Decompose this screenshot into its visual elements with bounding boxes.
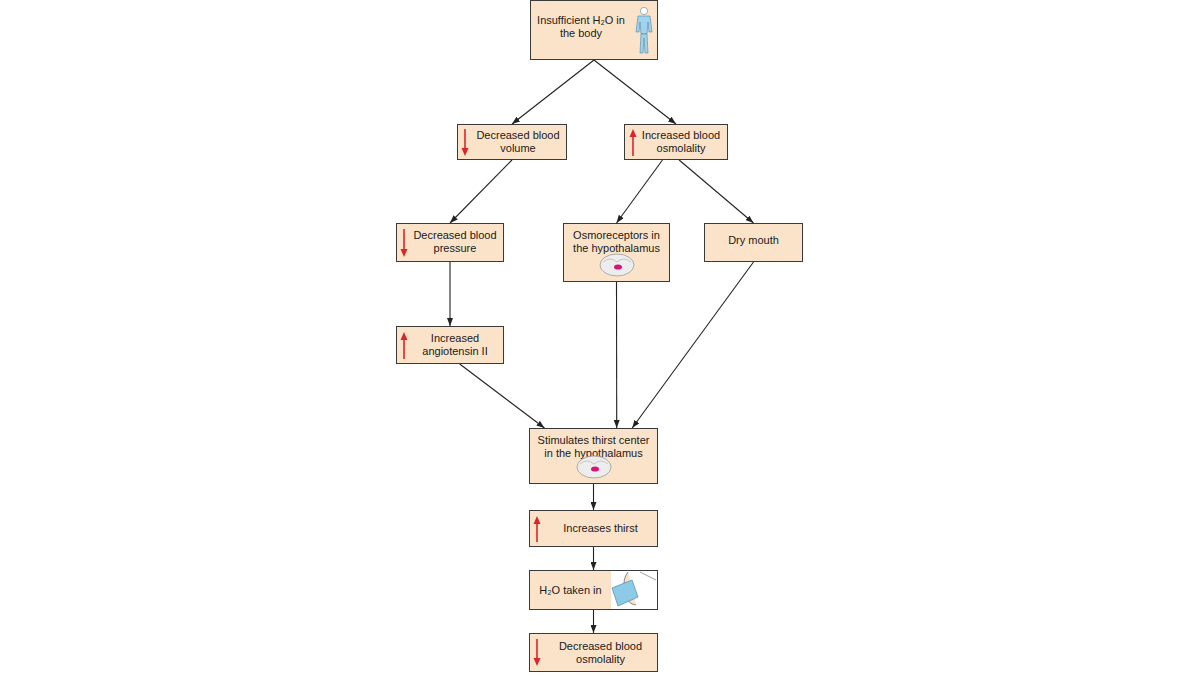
flow-arrow [450, 160, 512, 223]
up-arrow [401, 332, 408, 359]
process-box: Increases thirst [529, 510, 658, 547]
process-box: Increased angiotensin II [396, 326, 504, 364]
up-arrow [630, 129, 637, 156]
flow-arrow [594, 60, 676, 124]
flow-arrow [593, 610, 594, 633]
flow-arrow [593, 547, 594, 570]
process-box: Stimulates thirst center in the hypothal… [529, 428, 658, 484]
process-box: Osmoreceptors in the hypothalamus [563, 223, 670, 282]
box-label: H₂O taken in [534, 584, 607, 597]
box-label: Stimulates thirst center in the hypothal… [534, 434, 653, 460]
flow-arrow [593, 484, 594, 510]
box-label: Insufficient H₂O in the body [535, 14, 627, 40]
flow-arrow [460, 364, 545, 428]
process-box: Decreased blood osmolality [529, 633, 658, 672]
process-box: H₂O taken in [529, 570, 658, 610]
process-box: Increased blood osmolality [624, 124, 728, 160]
box-label: Decreased blood volume [474, 129, 562, 155]
box-label: Increased angiotensin II [411, 332, 499, 358]
flow-arrow [449, 262, 450, 326]
brain-icon [600, 254, 634, 276]
process-box: Dry mouth [704, 223, 803, 262]
flow-arrow [616, 282, 617, 428]
box-label: Decreased blood osmolality [548, 640, 653, 666]
down-arrow [401, 229, 408, 257]
flow-arrow [617, 160, 663, 223]
up-arrow [534, 516, 541, 542]
box-label: Increased blood osmolality [639, 129, 723, 155]
brain-icon [577, 456, 611, 478]
box-label: Osmoreceptors in the hypothalamus [568, 229, 665, 255]
human-figure [636, 7, 652, 53]
drinking-illustration [611, 571, 657, 609]
process-box: Decreased blood volume [457, 124, 567, 160]
box-label: Decreased blood pressure [411, 229, 499, 255]
flow-arrow [679, 160, 753, 223]
down-arrow [534, 639, 541, 666]
process-box: Decreased blood pressure [396, 223, 504, 262]
box-label: Increases thirst [548, 522, 653, 535]
flow-arrow [512, 60, 594, 124]
flow-arrow [632, 262, 753, 428]
process-box: Insufficient H₂O in the body [530, 0, 658, 60]
box-label: Dry mouth [709, 234, 798, 247]
down-arrow [462, 129, 469, 156]
